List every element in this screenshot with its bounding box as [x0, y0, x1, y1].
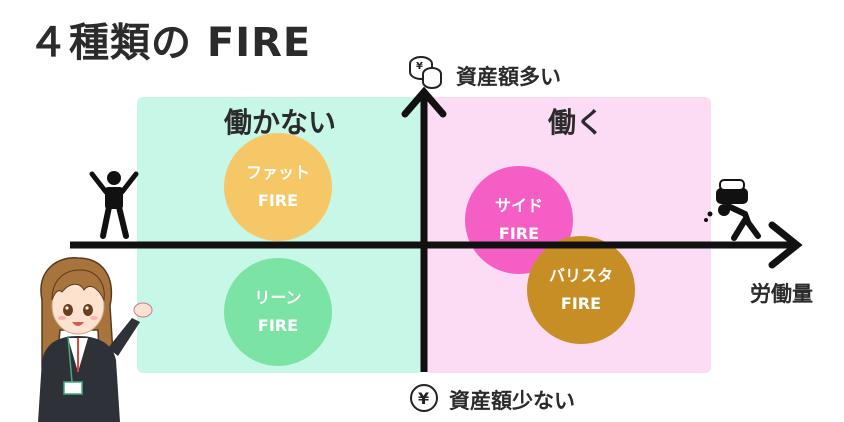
quadrant-label-working: 働く	[548, 106, 605, 139]
businesswoman-illustration	[38, 257, 153, 422]
x-axis-arrowhead	[768, 221, 803, 269]
axis-label-fewer-assets: 資産額少ない	[449, 389, 575, 413]
axis-label-more-assets: 資産額多い	[456, 65, 561, 89]
yen-coin-icon: ¥	[410, 384, 438, 412]
svg-text:¥: ¥	[416, 61, 423, 72]
page-title: ４種類の FIRE	[28, 20, 312, 66]
person-carrying-load-icon	[704, 179, 761, 241]
coins-icon: ¥	[409, 56, 442, 89]
circle-barista-line2: FIRE	[560, 294, 602, 313]
person-relaxing-icon	[89, 171, 139, 239]
circle-side-line2: FIRE	[498, 224, 540, 243]
axis-label-labor-amount: 労働量	[750, 282, 813, 306]
y-axis-arrowhead	[401, 86, 447, 118]
circle-side-line1: サイド	[494, 196, 543, 215]
circle-lean-line2: FIRE	[257, 316, 299, 335]
circle-lean-line1: リーン	[254, 288, 302, 307]
circle-lean-fire: リーン FIRE	[224, 258, 332, 366]
circle-barista-fire: バリスタ FIRE	[527, 236, 635, 344]
svg-text:¥: ¥	[418, 389, 429, 408]
circle-fat-line1: ファット	[245, 163, 310, 182]
circle-fat-fire: ファット FIRE	[224, 133, 332, 241]
circle-barista-line1: バリスタ	[548, 266, 613, 285]
circle-fat-line2: FIRE	[257, 191, 299, 210]
